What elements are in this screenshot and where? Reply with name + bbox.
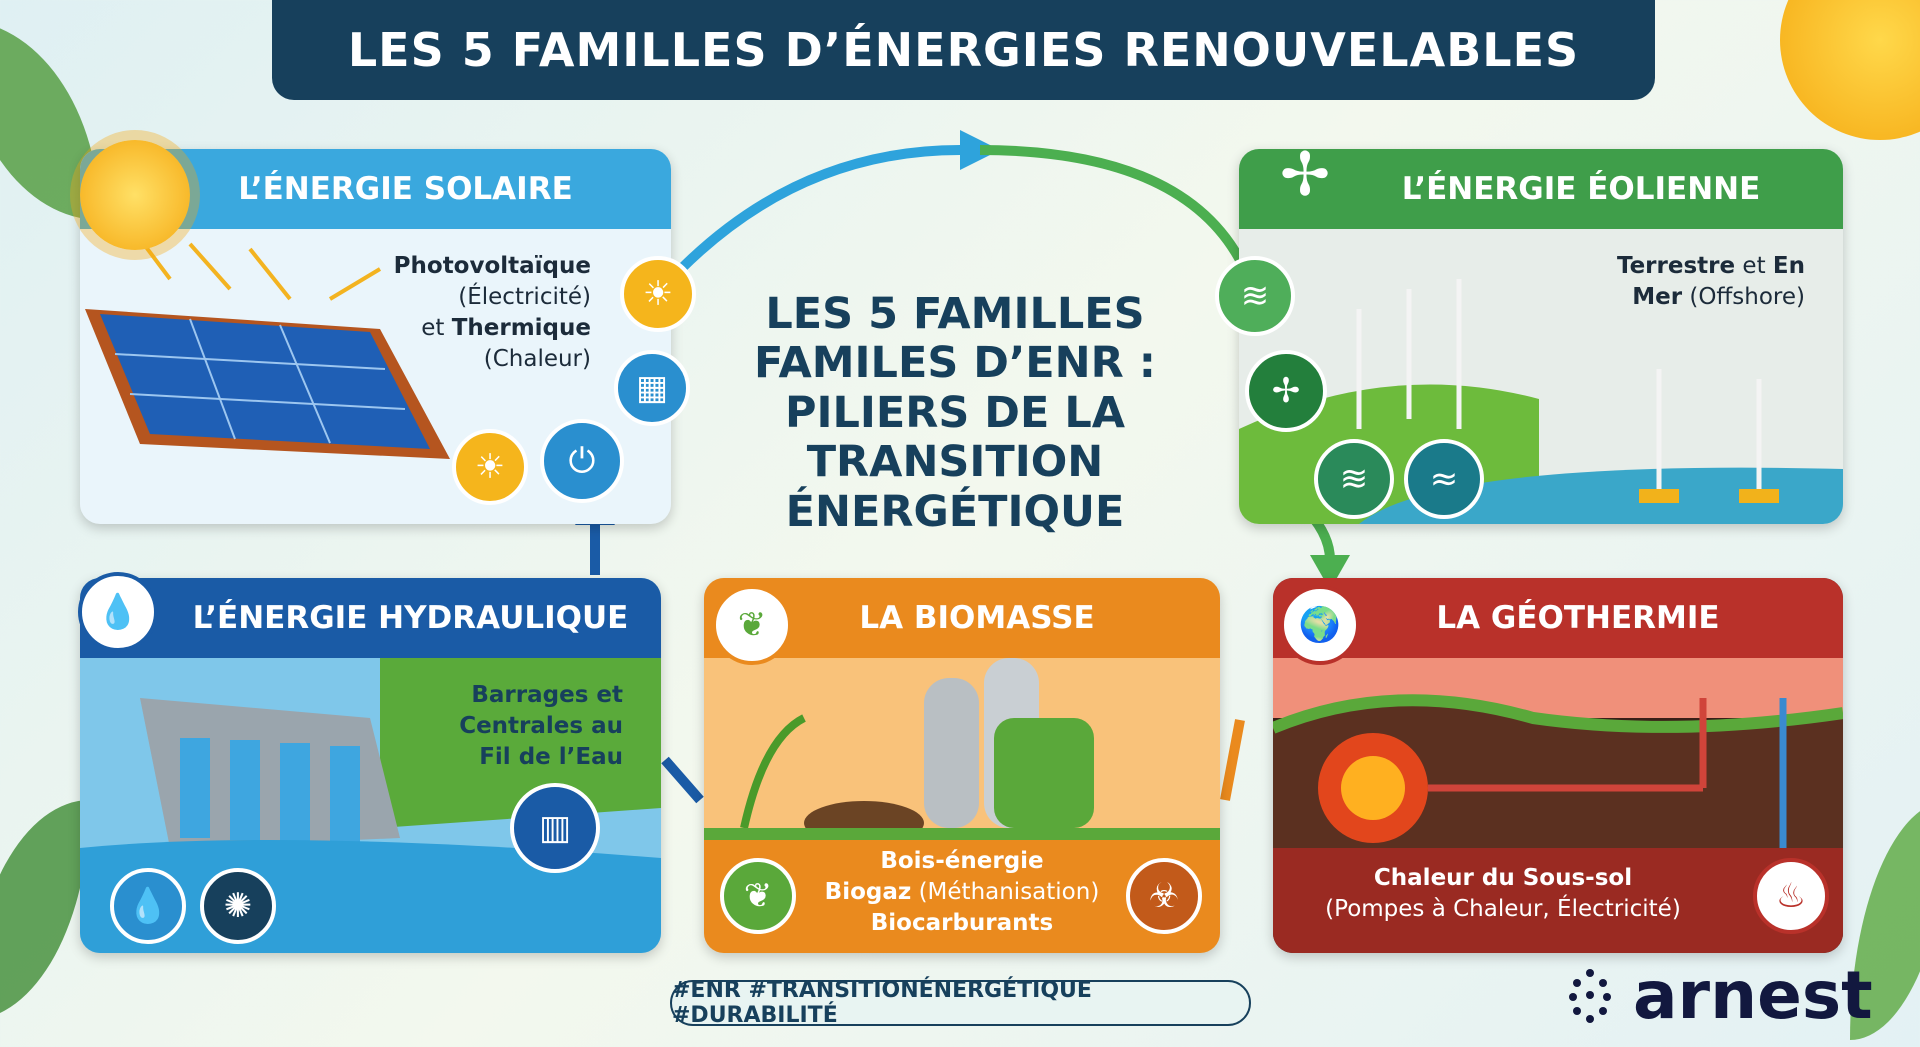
turbine-icon: ✺ bbox=[200, 868, 276, 944]
wind-turbine-icon: ✢ bbox=[1245, 350, 1327, 432]
arnest-logo: arnest bbox=[1565, 957, 1873, 1034]
card-biomasse: LA BIOMASSE Bois-énergie Biogaz (Méthani… bbox=[704, 578, 1220, 953]
card-title: LA GÉOTHERMIE bbox=[1273, 578, 1843, 658]
wind-turbine-icon: ✢ bbox=[1279, 140, 1331, 210]
dam-icon: ▥ bbox=[510, 783, 600, 873]
geothermie-line: Chaleur du Sous-sol bbox=[1373, 865, 1633, 891]
geothermal-illustration bbox=[1273, 658, 1843, 953]
biomasse-line: Bois-énergie bbox=[880, 848, 1044, 874]
biomasse-line: Biogaz bbox=[824, 879, 912, 906]
eolienne-line: Mer bbox=[1632, 284, 1683, 311]
eolienne-line: Terrestre bbox=[1616, 253, 1736, 279]
card-title: L’ÉNERGIE ÉOLIENNE bbox=[1239, 149, 1843, 229]
hashtags-badge: #ENR #TRANSITIONÉNERGÉTIQUE #DURABILITÉ bbox=[670, 978, 1251, 1028]
wind-icon: ≋ bbox=[1215, 256, 1295, 336]
sun-icon: ☀ bbox=[452, 429, 528, 505]
geothermie-line: (Pompes à Chaleur, Électricité) bbox=[1325, 896, 1681, 923]
logo-text: arnest bbox=[1633, 956, 1873, 1034]
biomasse-line: (Méthanisation) bbox=[911, 879, 1100, 906]
solaire-line: Thermique bbox=[451, 315, 591, 342]
hydraulique-line: Fil de l’Eau bbox=[479, 744, 623, 771]
card-hydraulique: L’ÉNERGIE HYDRAULIQUE Barrages et Centra… bbox=[80, 578, 661, 953]
center-title-line: ÉNERGÉTIQUE bbox=[785, 486, 1125, 537]
eolienne-line: (Offshore) bbox=[1682, 284, 1805, 311]
solaire-line: (Électricité) bbox=[458, 284, 591, 311]
biomasse-line: Biocarburants bbox=[870, 910, 1054, 937]
leaf-icon: ❦ bbox=[720, 858, 796, 934]
ocean-wave-icon: ≈ bbox=[1404, 439, 1484, 519]
card-title: L’ÉNERGIE HYDRAULIQUE bbox=[80, 578, 661, 658]
solar-panel-small-icon: ▦ bbox=[614, 350, 690, 426]
solaire-line: (Chaleur) bbox=[483, 346, 591, 373]
logo-dots-icon bbox=[1569, 969, 1611, 1023]
earth-globe-icon: 🌍 bbox=[1280, 585, 1360, 665]
water-drop-icon: 💧 bbox=[78, 572, 158, 652]
card-eolienne: L’ÉNERGIE ÉOLIENNE Terrestre et En Mer (… bbox=[1239, 149, 1843, 524]
solaire-line: et bbox=[421, 315, 452, 342]
center-title-line: PILIERS DE LA bbox=[784, 387, 1126, 438]
center-title-line: LES 5 FAMILLES bbox=[765, 289, 1145, 339]
sun-icon bbox=[80, 140, 190, 250]
eolienne-line: En bbox=[1772, 253, 1805, 279]
heat-icon: ♨ bbox=[1753, 858, 1829, 934]
sun-icon: ☀ bbox=[620, 256, 696, 332]
center-title: LES 5 FAMILLES FAMILES D’ENR : PILIERS D… bbox=[730, 289, 1180, 537]
solar-panel-icon bbox=[85, 237, 450, 459]
water-drop-icon: 💧 bbox=[110, 868, 186, 944]
eolienne-line: et bbox=[1735, 253, 1773, 279]
solaire-line: Photovoltaïque bbox=[393, 253, 591, 279]
card-geothermie: LA GÉOTHERMIE Chaleur du Sous-sol (Pompe… bbox=[1273, 578, 1843, 953]
center-title-line: FAMILES D’ENR : bbox=[754, 338, 1156, 389]
hydraulique-line: Centrales au bbox=[459, 713, 623, 740]
plug-icon: ⏻ bbox=[540, 419, 624, 503]
hydraulique-line: Barrages et bbox=[471, 682, 623, 708]
waves-icon: ≋ bbox=[1314, 439, 1394, 519]
leaf-icon: ❦ bbox=[712, 585, 792, 665]
center-title-line: TRANSITION bbox=[806, 437, 1104, 488]
page-title: LES 5 FAMILLES D’ÉNERGIES RENOUVELABLES bbox=[272, 0, 1655, 100]
biohazard-icon: ☣ bbox=[1126, 858, 1202, 934]
